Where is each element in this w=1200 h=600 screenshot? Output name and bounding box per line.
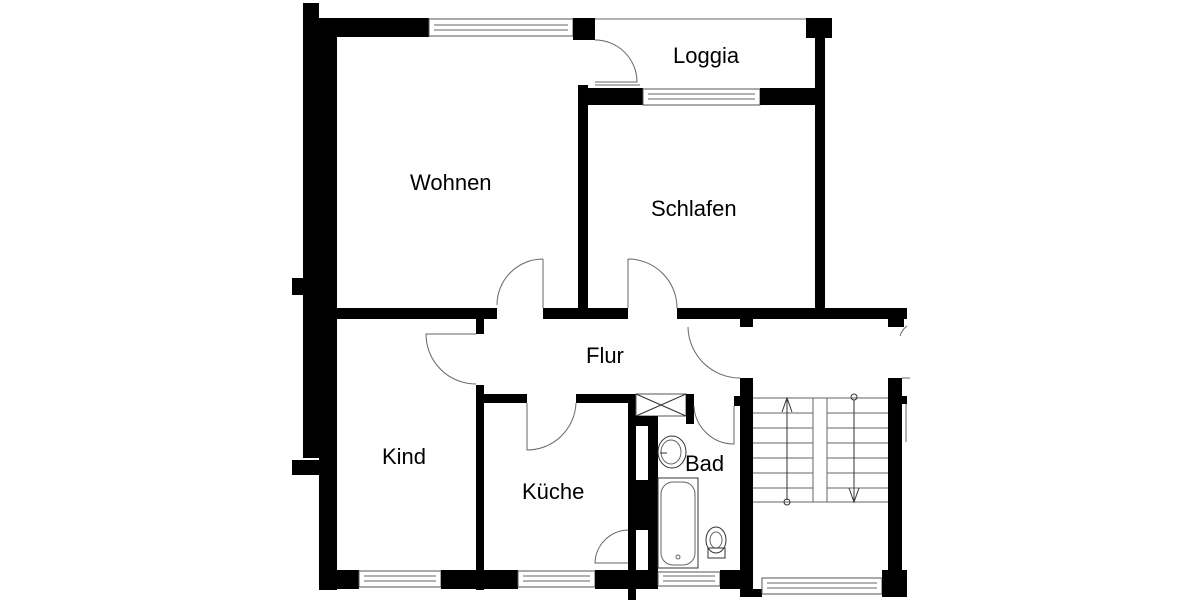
toilet [705, 526, 727, 554]
wall-stair-bottom-left [740, 589, 762, 597]
door-kueche-niche [594, 529, 629, 564]
interior-walls [337, 105, 910, 600]
window-bad [657, 571, 721, 587]
wall-left-lower-outer [303, 308, 319, 458]
label-flur: Flur [586, 343, 624, 368]
wall-bad-stair [740, 378, 753, 593]
wall-left-upper [303, 18, 337, 308]
wall-bad-left [648, 426, 658, 576]
label-loggia: Loggia [673, 43, 740, 68]
wall-kueche-niche [628, 480, 648, 530]
wall-loggia-right-post [806, 18, 832, 38]
door-loggia [594, 39, 638, 83]
wall-top-left-post [303, 3, 319, 18]
wall-kind-top-stub [476, 319, 484, 334]
door-schlafen [627, 258, 678, 309]
wall-flur-top-mid [543, 308, 628, 319]
wall-bottom-kind-left [319, 570, 359, 589]
wall-bottom-mid [441, 570, 518, 589]
wall-top-wohnen-right [573, 18, 595, 40]
wall-left-notch-lower [292, 460, 319, 475]
door-kueche [526, 402, 577, 451]
wall-shaft-bottom [636, 416, 658, 426]
window-kueche [517, 570, 596, 588]
wall-bottom-bad-right [720, 570, 753, 589]
door-right-edge [899, 325, 908, 337]
window-wohnen [428, 18, 574, 37]
wall-schlafen-top-left [588, 88, 643, 105]
label-wohnen: Wohnen [410, 170, 492, 195]
wall-stair-bottom-right [882, 570, 907, 597]
wall-flur-top-right [677, 308, 907, 319]
staircase [753, 393, 888, 506]
wall-kueche-top-left [484, 394, 527, 403]
outer-walls [292, 3, 832, 590]
wall-kind-kueche [476, 385, 484, 590]
wall-left-lower [319, 308, 337, 590]
door-wohnen [496, 258, 544, 308]
door-kind [425, 333, 477, 385]
window-schlafen [642, 88, 761, 106]
wall-kueche-top-right [576, 394, 628, 403]
door-bad [693, 405, 735, 445]
wall-wohnen-bottom-left [337, 308, 497, 319]
room-labels: Wohnen Loggia Schlafen Flur Kind Küche B… [382, 43, 740, 504]
wall-loggia-door-jamb [578, 85, 588, 105]
wall-bad-door-stub [734, 396, 740, 406]
wall-right-upper [815, 38, 825, 310]
label-kueche: Küche [522, 479, 584, 504]
wall-bottom-kueche-right [595, 570, 658, 589]
wall-shaft-right [686, 394, 694, 424]
bathtub [657, 477, 699, 569]
wall-stair-right-stub [902, 396, 907, 404]
wall-stub-right [888, 319, 904, 327]
label-schlafen: Schlafen [651, 196, 737, 221]
wall-top-wohnen-left [319, 18, 429, 37]
wall-stair-right [888, 378, 902, 593]
wall-stub-stair [740, 319, 753, 327]
window-staircase [761, 577, 883, 595]
doors [425, 39, 908, 564]
washbasin [657, 435, 687, 469]
door-entrance [687, 326, 741, 379]
label-kind: Kind [382, 444, 426, 469]
window-kind [358, 570, 442, 588]
bathroom-fixtures [657, 435, 727, 569]
wall-wohnen-schlafen [578, 105, 588, 310]
label-bad: Bad [685, 451, 724, 476]
bottom-wall [319, 570, 907, 597]
wall-left-notch-upper [292, 278, 303, 295]
wall-schlafen-top-right [760, 88, 825, 105]
